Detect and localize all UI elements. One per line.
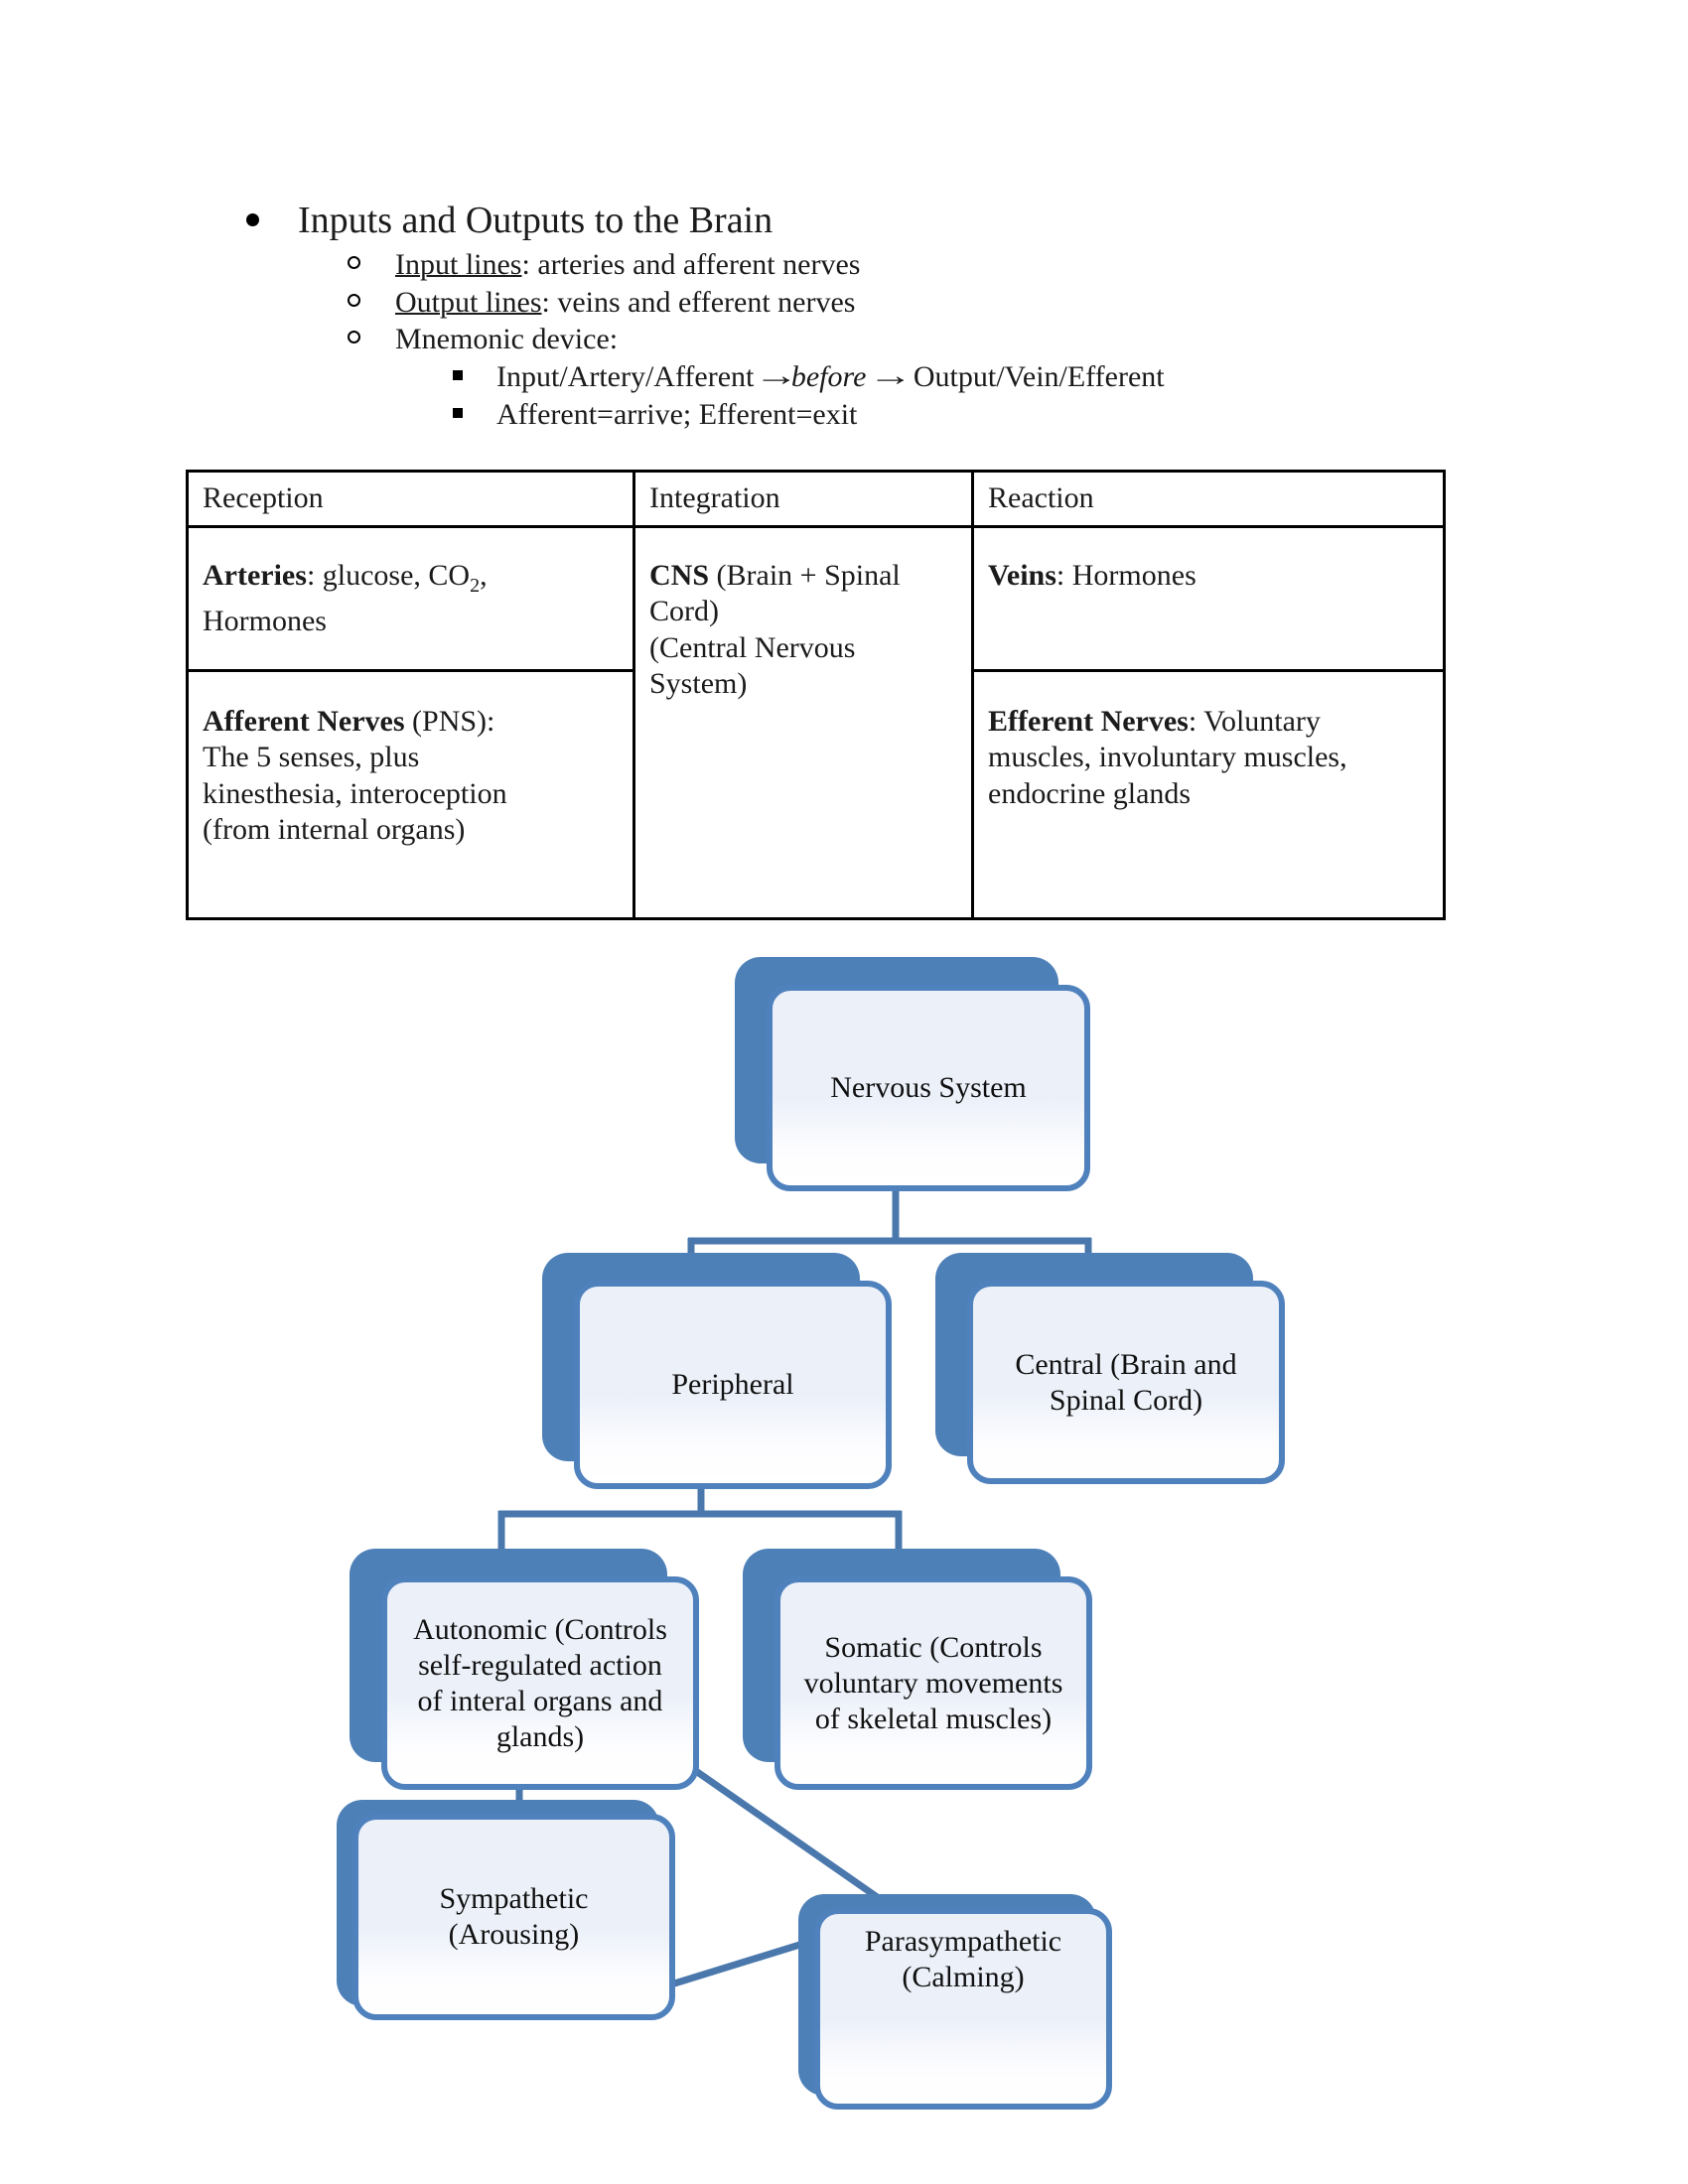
connector-autonomic-parasympathetic [691, 1766, 911, 1922]
right-arrow-icon: → [754, 358, 799, 392]
node-label: Somatic (Controls voluntary movements of… [803, 1630, 1063, 1735]
input-lines-text: : arteries and afferent nerves [521, 248, 861, 281]
node-label: Parasympathetic (Calming) [864, 1924, 1062, 1993]
node-face: Nervous System [767, 985, 1090, 1191]
node-face: Sympathetic (Arousing) [352, 1814, 675, 2020]
node-nervous-system: Nervous System [735, 957, 1090, 1191]
bullet-mnemonic: Mnemonic device: [0, 321, 1688, 358]
node-face: Somatic (Controls voluntary movements of… [774, 1576, 1092, 1790]
table-header-row: Reception Integration Reaction [186, 470, 1446, 528]
header-reception: Reception [186, 470, 635, 528]
reception-integration-reaction-table: Reception Integration Reaction Arteries:… [186, 470, 1446, 920]
node-face: Parasympathetic (Calming) [814, 1908, 1112, 2110]
bullet-square-icon [453, 369, 463, 380]
mnemonic1-pre: Input/Artery/Afferent [496, 359, 762, 393]
bullet-output-lines: Output lines: veins and efferent nerves [0, 284, 1688, 322]
output-lines-label: Output lines [395, 285, 542, 319]
header-integration: Integration [633, 470, 974, 528]
cell-cns: CNS (Brain + Spinal Cord) (Central Nervo… [633, 524, 974, 920]
node-label: Autonomic (Controls self-regulated actio… [413, 1612, 667, 1753]
node-label: Central (Brain and Spinal Cord) [1015, 1347, 1237, 1417]
mnemonic2-text: Afferent=arrive; Efferent=exit [496, 397, 858, 431]
node-label: Nervous System [830, 1071, 1027, 1104]
heading-line: Inputs and Outputs to the Brain [0, 195, 1688, 246]
mnemonic1-post: Output/Vein/Efferent [906, 359, 1165, 393]
connector-sympathetic-parasympathetic [669, 1934, 824, 1988]
header-reaction: Reaction [971, 470, 1446, 528]
node-sympathetic: Sympathetic (Arousing) [337, 1800, 675, 2020]
node-autonomic: Autonomic (Controls self-regulated actio… [350, 1549, 699, 1790]
bullet-circle-icon [348, 331, 360, 343]
cell-veins: Veins: Hormones [971, 524, 1446, 672]
notes-section: Inputs and Outputs to the Brain Input li… [0, 195, 1688, 434]
mnemonic-item-1: Input/Artery/Afferent →before→ Output/Ve… [0, 358, 1688, 396]
mnemonic1-italic: before [790, 359, 867, 393]
mnemonic-label: Mnemonic device: [395, 323, 619, 355]
node-somatic: Somatic (Controls voluntary movements of… [743, 1549, 1092, 1790]
bullet-circle-icon [348, 293, 360, 307]
node-label: Sympathetic (Arousing) [439, 1882, 589, 1951]
node-face: Autonomic (Controls self-regulated actio… [381, 1576, 699, 1790]
bullet-circle-icon [348, 256, 360, 269]
node-central: Central (Brain and Spinal Cord) [935, 1253, 1285, 1484]
node-face: Central (Brain and Spinal Cord) [967, 1281, 1285, 1484]
bullet-dot-icon [246, 213, 259, 226]
page-title: Inputs and Outputs to the Brain [298, 200, 774, 241]
node-parasympathetic: Parasympathetic (Calming) [798, 1894, 1112, 2110]
bullet-square-icon [453, 407, 463, 418]
mnemonic-item-2: Afferent=arrive; Efferent=exit [0, 396, 1688, 434]
table-row: Arteries: glucose, CO2, Hormones CNS (Br… [186, 524, 1446, 920]
output-lines-text: : veins and efferent nerves [541, 285, 856, 319]
cell-efferent-nerves: Efferent Nerves: Voluntary muscles, invo… [971, 668, 1446, 920]
table-row: Afferent Nerves (PNS): The 5 senses, plu… [186, 668, 1446, 920]
right-arrow-icon: → [868, 358, 914, 392]
input-lines-label: Input lines [395, 248, 522, 281]
cell-afferent-nerves: Afferent Nerves (PNS): The 5 senses, plu… [186, 668, 635, 920]
bullet-input-lines: Input lines: arteries and afferent nerve… [0, 246, 1688, 284]
node-label: Peripheral [671, 1368, 794, 1401]
cell-arteries: Arteries: glucose, CO2, Hormones [186, 524, 635, 672]
node-face: Peripheral [574, 1281, 892, 1489]
node-peripheral: Peripheral [542, 1253, 892, 1489]
